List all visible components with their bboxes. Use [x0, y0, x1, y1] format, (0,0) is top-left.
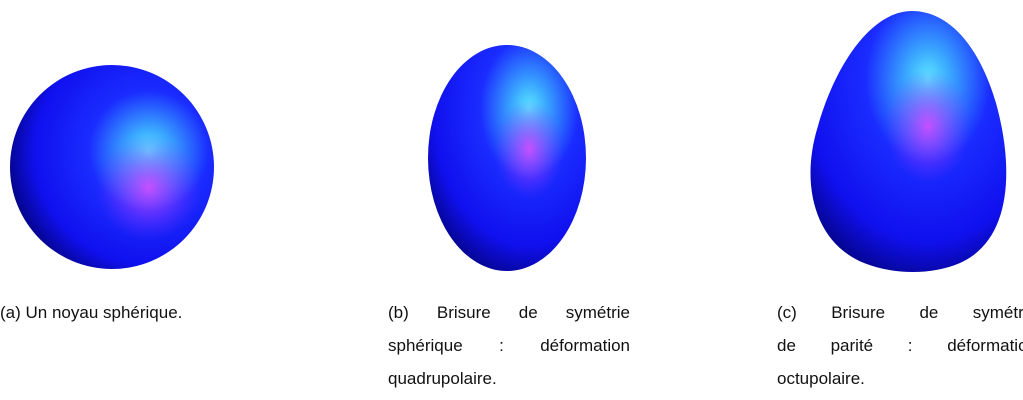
quadrupole-deformed-nucleus-figure — [428, 45, 586, 271]
spherical-nucleus-figure — [10, 65, 214, 269]
caption-b: (b) Brisure de symétrie sphérique : défo… — [388, 303, 630, 388]
octupole-deformed-nucleus-figure — [810, 11, 1007, 272]
caption-c: (c) Brisure de symétrie de parité : défo… — [777, 303, 1023, 388]
caption-a: (a) Un noyau sphérique. — [0, 303, 183, 322]
